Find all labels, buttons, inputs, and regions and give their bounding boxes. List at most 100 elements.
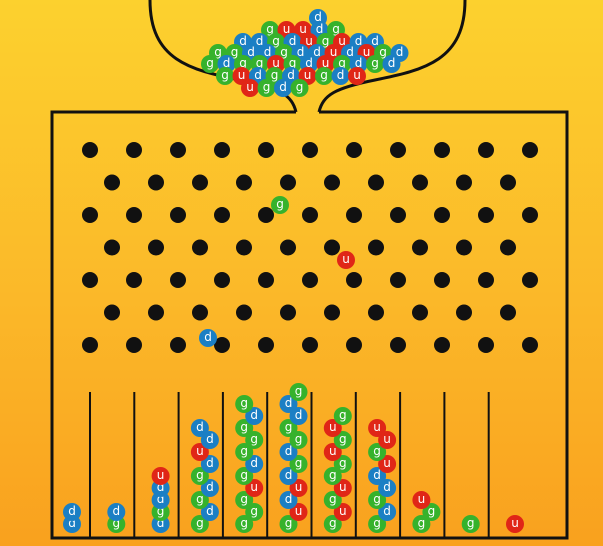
particle-label: u	[295, 504, 303, 518]
particle-u: u	[241, 79, 259, 97]
particle-label: d	[295, 408, 303, 422]
peg	[258, 337, 274, 353]
particle-label: u	[418, 492, 426, 506]
bin-particles: ddgddgddugdgdgduddgggugdgggdggududgdggdd…	[63, 383, 524, 533]
particle-d: d	[191, 419, 209, 437]
particle-label: g	[285, 516, 293, 530]
peg	[104, 240, 120, 256]
peg	[368, 175, 384, 191]
particle-label: d	[204, 330, 212, 344]
particle-label: u	[196, 444, 204, 458]
peg	[82, 272, 98, 288]
particle-g: g	[290, 383, 308, 401]
peg	[82, 142, 98, 158]
particle-label: g	[428, 504, 436, 518]
particle-label: u	[304, 68, 312, 82]
particle-label: u	[339, 480, 347, 494]
peg	[390, 142, 406, 158]
particle-label: g	[295, 456, 303, 470]
peg	[522, 207, 538, 223]
peg	[456, 240, 472, 256]
particle-label: g	[285, 420, 293, 434]
peg	[126, 337, 142, 353]
particle-label: d	[250, 456, 258, 470]
particle-label: u	[329, 420, 337, 434]
particle-label: g	[263, 80, 271, 94]
particle-label: g	[196, 492, 204, 506]
particle-label: g	[339, 456, 347, 470]
peg	[170, 272, 186, 288]
particle-label: g	[240, 468, 248, 482]
particle-label: g	[329, 516, 337, 530]
peg	[434, 337, 450, 353]
particle-g: g	[366, 55, 384, 73]
particle-label: d	[285, 468, 293, 482]
peg	[170, 337, 186, 353]
particle-label: u	[157, 468, 165, 482]
peg	[170, 207, 186, 223]
peg	[280, 305, 296, 321]
particle-label: g	[221, 68, 229, 82]
particle-label: d	[250, 408, 258, 422]
particle-label: u	[383, 432, 391, 446]
particle-label: d	[68, 504, 76, 518]
particle-g: g	[462, 515, 480, 533]
peg	[456, 175, 472, 191]
peg	[214, 207, 230, 223]
particle-u: u	[337, 251, 355, 269]
particle-label: g	[329, 468, 337, 482]
peg	[522, 142, 538, 158]
peg	[104, 305, 120, 321]
peg	[82, 337, 98, 353]
particle-d: d	[332, 67, 350, 85]
particle-d: d	[199, 329, 217, 347]
peg	[478, 207, 494, 223]
peg	[412, 175, 428, 191]
particle-label: d	[337, 68, 345, 82]
particle-label: d	[196, 420, 204, 434]
peg	[258, 142, 274, 158]
peg	[434, 207, 450, 223]
particle-label: u	[353, 68, 361, 82]
peg	[324, 175, 340, 191]
particle-g: g	[258, 79, 276, 97]
particle-g: g	[201, 55, 219, 73]
board-frame	[52, 112, 567, 538]
particle-label: g	[196, 468, 204, 482]
particle-label: g	[329, 492, 337, 506]
particle-d: d	[274, 79, 292, 97]
peg	[500, 240, 516, 256]
peg	[236, 305, 252, 321]
particle-label: g	[240, 444, 248, 458]
particle-label: g	[467, 516, 475, 530]
peg	[192, 175, 208, 191]
particle-label: d	[206, 456, 214, 470]
particle-label: d	[287, 68, 295, 82]
particle-label: g	[206, 56, 214, 70]
peg	[148, 240, 164, 256]
particle-d: d	[107, 503, 125, 521]
particle-label: d	[388, 56, 396, 70]
peg	[324, 305, 340, 321]
peg	[148, 175, 164, 191]
particle-g: g	[291, 79, 309, 97]
particle-label: d	[206, 432, 214, 446]
peg	[280, 175, 296, 191]
particle-g: g	[271, 196, 289, 214]
particle-label: g	[371, 56, 379, 70]
peg	[346, 337, 362, 353]
particle-label: g	[271, 68, 279, 82]
peg	[302, 207, 318, 223]
peg	[500, 305, 516, 321]
particle-label: g	[295, 432, 303, 446]
peg-grid	[82, 142, 538, 353]
particle-label: g	[250, 432, 258, 446]
particle-label: g	[196, 516, 204, 530]
particle-label: g	[373, 444, 381, 458]
peg	[434, 142, 450, 158]
particle-label: g	[240, 516, 248, 530]
peg	[434, 272, 450, 288]
particle-label: d	[112, 504, 120, 518]
